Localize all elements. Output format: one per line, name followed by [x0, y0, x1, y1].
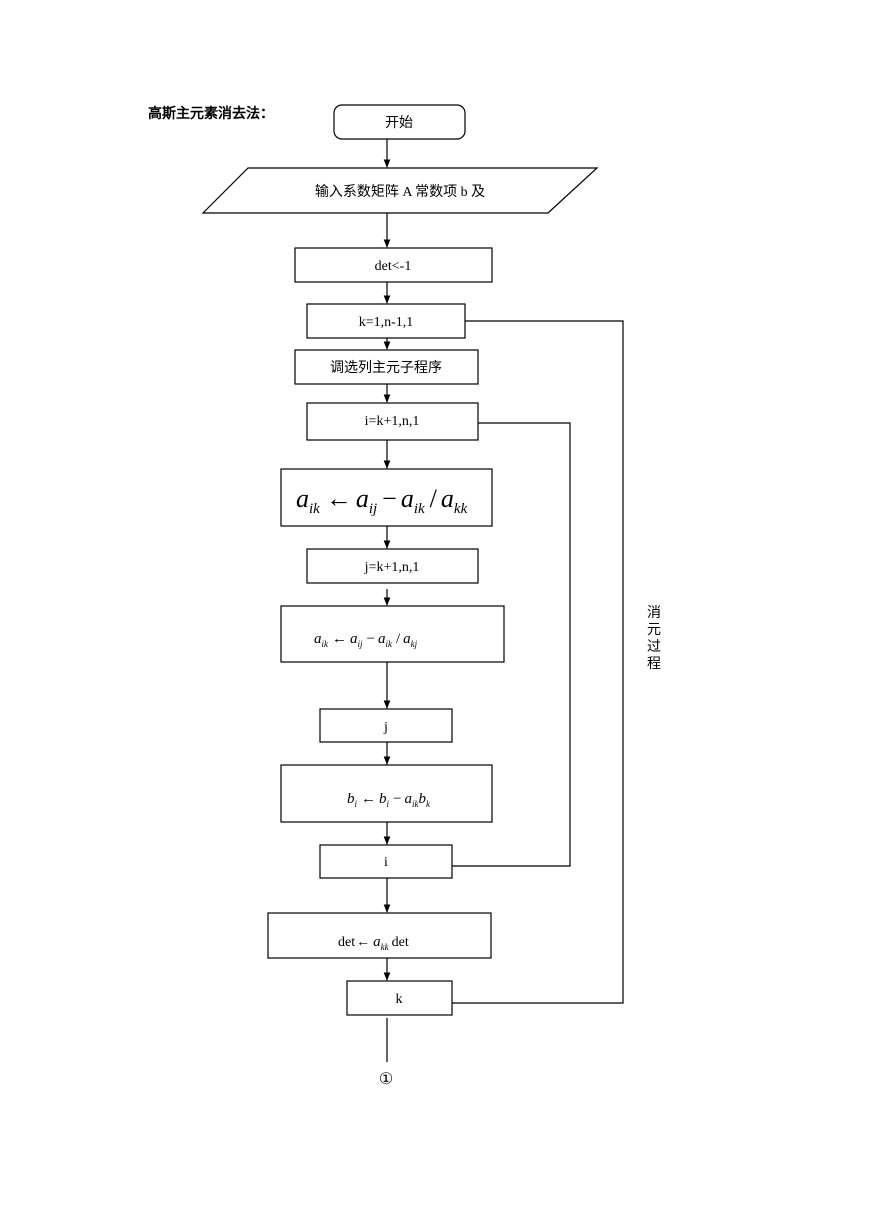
formula2-box	[280, 605, 505, 663]
end-j-label: j	[383, 720, 388, 735]
input-label: 输入系数矩阵 A 常数项 b 及	[315, 184, 485, 200]
end-k-label: k	[396, 992, 403, 1007]
input-parallelogram	[201, 167, 599, 214]
pivot-label: 调选列主元子程序	[330, 360, 442, 376]
side-label-char: 程	[647, 656, 661, 672]
k-loop-line	[452, 320, 624, 1004]
formula2: aik←aij−aik/akj	[314, 631, 418, 649]
formula3: bi←bi−aikbk	[347, 791, 431, 809]
side-label: 消 元 过 程	[647, 605, 661, 672]
start-terminal	[333, 104, 466, 140]
end-i-box	[319, 844, 453, 879]
loop-j-label: j=k+1,n,1	[364, 560, 420, 575]
loop-k-label: k=1,n-1,1	[359, 315, 414, 330]
side-label-char: 消	[647, 605, 661, 621]
end-j-box	[319, 708, 453, 743]
loop-i-label: i=k+1,n,1	[365, 414, 420, 429]
formula1: aik←aij−aik/akk	[296, 484, 468, 517]
det-init-box	[294, 247, 493, 283]
i-loop-line	[452, 422, 571, 867]
connector-label: ①	[379, 1071, 393, 1088]
loop-j-box	[306, 548, 479, 584]
det-init-label: det<-1	[375, 259, 412, 274]
start-label: 开始	[385, 115, 413, 131]
end-k-box	[346, 980, 453, 1016]
page-title: 高斯主元素消去法：	[148, 106, 274, 122]
det-update-box	[267, 912, 492, 959]
loop-i-box	[306, 402, 479, 441]
side-label-char: 过	[647, 639, 661, 655]
side-label-char: 元	[647, 623, 661, 638]
end-i-label: i	[384, 855, 388, 870]
